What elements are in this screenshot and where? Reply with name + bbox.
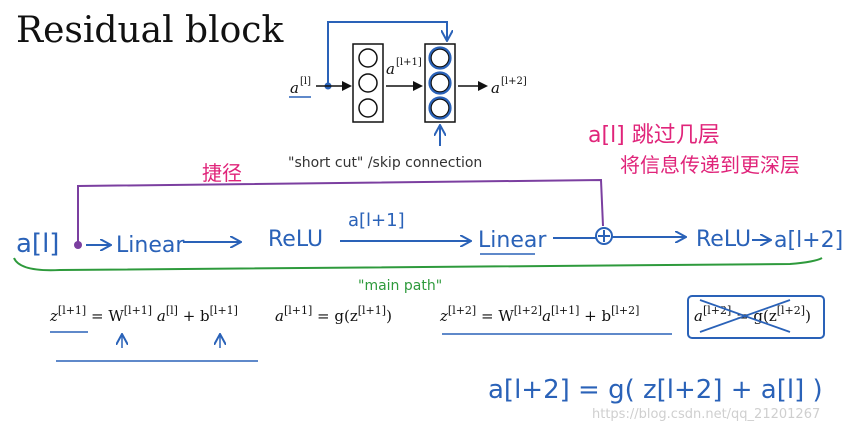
green-main-path — [13, 257, 823, 272]
layer-2-neuron — [430, 73, 450, 93]
layer-2-neuron — [430, 48, 450, 68]
equation-4: a[l+2] = g(z[l+2]) — [694, 304, 811, 325]
layer-1-neuron — [358, 98, 378, 118]
layer-1-box — [352, 43, 384, 123]
pipeline-linear-1: Linear — [116, 233, 185, 258]
layer-2-neuron-highlight — [428, 46, 452, 70]
output-label-sup: [l+2] — [501, 76, 527, 87]
pipeline-a-mid: a[l+1] — [348, 210, 405, 231]
input-label-sup: [l] — [300, 76, 311, 87]
chinese-shortcut-label: 捷径 — [202, 161, 242, 185]
purple-start-dot — [74, 241, 82, 249]
layer-2-neuron-highlight — [428, 96, 452, 120]
layer-2-neuron — [430, 98, 450, 118]
pipeline-linear-2: Linear — [478, 228, 547, 253]
pipeline-start: a[l] — [16, 229, 59, 259]
layer-2-neuron-highlight — [428, 71, 452, 95]
watermark: https://blog.csdn.net/qq_21201267 — [592, 407, 820, 422]
pipeline-row: a[l] Linear ReLU a[l+1] Linear ReLU a[l+… — [16, 210, 843, 259]
input-label-a: a — [290, 79, 299, 97]
pipeline-relu-2: ReLU — [696, 227, 751, 252]
network-diagram: a [l] a [l+1] a [l+2] — [289, 21, 527, 146]
mid-label-a: a — [386, 60, 395, 78]
equation-1: z[l+1] = W[l+1] a[l] + b[l+1] — [49, 304, 238, 325]
layer-1-neuron — [358, 73, 378, 93]
eq4-cross-out — [699, 299, 791, 333]
skip-connection-line — [327, 21, 447, 86]
layer-2-box — [424, 43, 456, 123]
main-path-label: "main path" — [358, 278, 442, 294]
purple-skip-path — [77, 178, 604, 245]
mid-label-sup: [l+1] — [396, 57, 422, 68]
layer-1-neuron — [358, 48, 378, 68]
pink-note-line1: a[l] 跳过几层 — [588, 123, 720, 148]
page-title: Residual block — [16, 10, 284, 51]
pipeline-output: a[l+2] — [774, 228, 843, 253]
equation-3: z[l+2] = W[l+2]a[l+1] + b[l+2] — [439, 304, 639, 325]
equation-5: a[l+2] = g( z[l+2] + a[l] ) — [488, 375, 823, 405]
shortcut-label: "short cut" /skip connection — [288, 155, 482, 171]
pipeline-relu-1: ReLU — [268, 227, 323, 252]
pink-note-line2: 将信息传递到更深层 — [620, 153, 800, 177]
eq4-box — [687, 295, 825, 339]
equation-row: z[l+1] = W[l+1] a[l] + b[l+1] a[l+1] = g… — [49, 295, 825, 405]
equation-2: a[l+1] = g(z[l+1]) — [275, 304, 392, 325]
output-label-a: a — [491, 79, 500, 97]
